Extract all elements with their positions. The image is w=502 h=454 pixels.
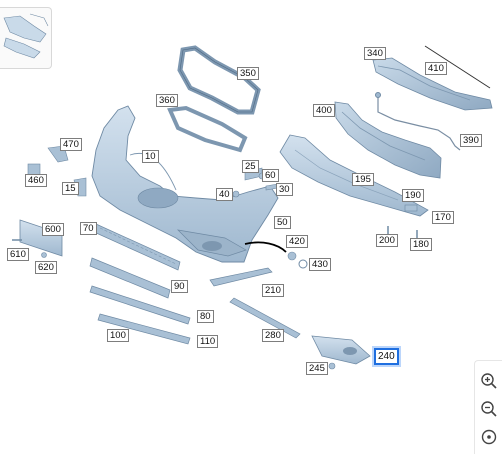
callout-195[interactable]: 195 [352, 173, 374, 186]
callout-200[interactable]: 200 [376, 234, 398, 247]
callout-40[interactable]: 40 [216, 188, 233, 201]
overview-thumbnail[interactable] [0, 7, 52, 69]
callout-80[interactable]: 80 [197, 310, 214, 323]
zoom-in-button[interactable] [476, 368, 502, 394]
callout-210[interactable]: 210 [262, 284, 284, 297]
leader-line-410 [424, 45, 491, 89]
callout-350[interactable]: 350 [237, 67, 259, 80]
callout-25[interactable]: 25 [242, 160, 259, 173]
callout-60[interactable]: 60 [262, 169, 279, 182]
zoom-reset-icon [481, 429, 497, 445]
callout-240-selected[interactable]: 240 [374, 348, 399, 365]
part-400 [334, 101, 442, 179]
callout-30[interactable]: 30 [276, 183, 293, 196]
thumbnail-sketch-icon [3, 13, 49, 59]
zoom-reset-button[interactable] [476, 424, 502, 450]
callout-620[interactable]: 620 [35, 261, 57, 274]
part-210 [209, 267, 273, 287]
zoom-in-icon [481, 373, 497, 389]
callout-90[interactable]: 90 [171, 280, 188, 293]
callout-190[interactable]: 190 [402, 189, 424, 202]
callout-70[interactable]: 70 [80, 222, 97, 235]
callout-460[interactable]: 460 [25, 174, 47, 187]
callout-430[interactable]: 430 [309, 258, 331, 271]
leader-line-420 [244, 241, 287, 253]
part-280 [229, 297, 301, 339]
callout-410[interactable]: 410 [425, 62, 447, 75]
zoom-out-icon [481, 401, 497, 417]
callout-420[interactable]: 420 [286, 235, 308, 248]
callout-280[interactable]: 280 [262, 329, 284, 342]
part-110 [97, 313, 191, 345]
callout-390[interactable]: 390 [460, 134, 482, 147]
callout-10[interactable]: 10 [142, 150, 159, 163]
callout-100[interactable]: 100 [107, 329, 129, 342]
part-10-bumper [91, 105, 279, 263]
callout-470[interactable]: 470 [60, 138, 82, 151]
callout-600[interactable]: 600 [42, 223, 64, 236]
part-240 [311, 335, 371, 365]
part-390-wire [377, 95, 461, 151]
part-80 [89, 285, 191, 325]
callout-170[interactable]: 170 [432, 211, 454, 224]
callout-400[interactable]: 400 [313, 104, 335, 117]
part-350 [177, 45, 261, 115]
callout-110[interactable]: 110 [197, 335, 219, 348]
callout-180[interactable]: 180 [410, 238, 432, 251]
zoom-out-button[interactable] [476, 396, 502, 422]
callout-360[interactable]: 360 [156, 94, 178, 107]
part-90 [89, 257, 171, 299]
callout-340[interactable]: 340 [364, 47, 386, 60]
callout-15[interactable]: 15 [62, 182, 79, 195]
callout-245[interactable]: 245 [306, 362, 328, 375]
callout-50[interactable]: 50 [274, 216, 291, 229]
callout-610[interactable]: 610 [7, 248, 29, 261]
part-360 [167, 105, 248, 153]
